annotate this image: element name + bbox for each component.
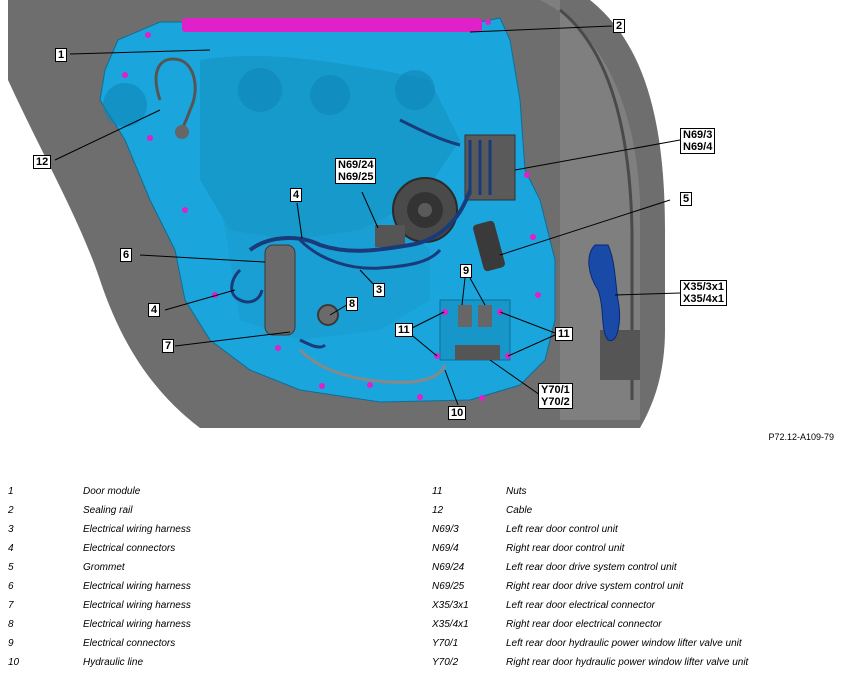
figure-reference: P72.12-A109-79 bbox=[768, 432, 834, 442]
callout-11-left: 11 bbox=[395, 323, 413, 337]
legend-row: Y70/1 Left rear door hydraulic power wind… bbox=[432, 634, 832, 653]
legend-code: X35/3x1 bbox=[432, 600, 469, 611]
callout-12: 12 bbox=[33, 155, 52, 169]
callout-3: 3 bbox=[373, 283, 386, 297]
legend-code: 11 bbox=[432, 486, 443, 497]
legend-row: 1 Door module bbox=[8, 482, 408, 501]
legend-row: N69/4 Right rear door control unit bbox=[432, 539, 832, 558]
legend-code: N69/4 bbox=[432, 543, 459, 554]
legend-code: 12 bbox=[432, 505, 444, 516]
legend-description: Door module bbox=[83, 486, 141, 497]
legend-code: 1 bbox=[8, 486, 14, 497]
legend-row: 7 Electrical wiring harness bbox=[8, 596, 408, 615]
legend-description: Left rear door hydraulic power window li… bbox=[506, 638, 742, 649]
callout-2: 2 bbox=[613, 19, 626, 33]
callout-8: 8 bbox=[346, 297, 359, 311]
legend-row: 6 Electrical wiring harness bbox=[8, 577, 408, 596]
legend-code: 5 bbox=[8, 562, 14, 573]
legend-code: Y70/1 bbox=[432, 638, 459, 649]
legend-description: Right rear door control unit bbox=[506, 543, 625, 554]
legend-description: Electrical connectors bbox=[83, 543, 176, 554]
legend-row: 2 Sealing rail bbox=[8, 501, 408, 520]
legend-code: 6 bbox=[8, 581, 14, 592]
legend-row: 4 Electrical connectors bbox=[8, 539, 408, 558]
callout-1: 1 bbox=[55, 48, 68, 62]
wiring-harness bbox=[248, 189, 472, 253]
legend-row: 12 Cable bbox=[432, 501, 832, 520]
hydraulic-line bbox=[298, 348, 447, 384]
legend-row: 5 Grommet bbox=[8, 558, 408, 577]
callout-9: 9 bbox=[460, 264, 473, 278]
callout-11-right: 11 bbox=[555, 327, 573, 341]
legend-description: Left rear door electrical connector bbox=[506, 600, 655, 611]
callout-7: 7 bbox=[162, 339, 175, 353]
callout-x35: X35/3x1 X35/4x1 bbox=[680, 280, 727, 306]
legend-code: 7 bbox=[8, 600, 14, 611]
legend-description: Electrical wiring harness bbox=[83, 581, 191, 592]
legend-description: Left rear door drive system control unit bbox=[506, 562, 677, 573]
callout-4-upper: 4 bbox=[290, 188, 303, 202]
legend-description: Nuts bbox=[506, 486, 527, 497]
legend-code: X35/4x1 bbox=[432, 619, 469, 630]
legend-description: Hydraulic line bbox=[83, 657, 144, 668]
callout-n69-3-4: N69/3 N69/4 bbox=[680, 128, 716, 154]
legend-code: N69/25 bbox=[432, 581, 465, 592]
legend-code: N69/3 bbox=[432, 524, 459, 535]
legend-row: 3 Electrical wiring harness bbox=[8, 520, 408, 539]
callout-4-lower: 4 bbox=[148, 303, 161, 317]
callout-y70: Y70/1 Y70/2 bbox=[538, 383, 573, 409]
legend-row: 10 Hydraulic line bbox=[8, 653, 408, 672]
legend-code: Y70/2 bbox=[432, 657, 459, 668]
legend-code: 3 bbox=[8, 524, 14, 535]
legend-description: Right rear door electrical connector bbox=[506, 619, 662, 630]
callout-n69-24-25: N69/24 N69/25 bbox=[335, 158, 377, 184]
legend-code: 10 bbox=[8, 657, 20, 668]
callout-6: 6 bbox=[120, 248, 133, 262]
legend-description: Sealing rail bbox=[83, 505, 133, 516]
legend-code: 8 bbox=[8, 619, 14, 630]
legend-description: Right rear door drive system control uni… bbox=[506, 581, 684, 592]
legend-row: N69/24 Left rear door drive system contro… bbox=[432, 558, 832, 577]
connector-x35 bbox=[588, 244, 621, 342]
legend-row: N69/25 Right rear door drive system contr… bbox=[432, 577, 832, 596]
legend-row: X35/4x1 Right rear door electrical connec… bbox=[432, 615, 832, 634]
legend-description: Electrical wiring harness bbox=[83, 600, 191, 611]
legend-row: X35/3x1 Left rear door electrical connect… bbox=[432, 596, 832, 615]
legend-description: Left rear door control unit bbox=[506, 524, 618, 535]
legend-row: Y70/2 Right rear door hydraulic power win… bbox=[432, 653, 832, 672]
callout-5: 5 bbox=[680, 192, 693, 206]
sealing-rail bbox=[182, 18, 482, 32]
legend-code: 4 bbox=[8, 543, 14, 554]
legend-row: 8 Electrical wiring harness bbox=[8, 615, 408, 634]
door-illustration: 1 2 12 4 6 4 7 8 3 N69/24 N69/25 9 11 11… bbox=[8, 0, 727, 428]
legend-row: 9 Electrical connectors bbox=[8, 634, 408, 653]
legend-row: N69/3 Left rear door control unit bbox=[432, 520, 832, 539]
legend-description: Grommet bbox=[83, 562, 125, 573]
legend-description: Electrical wiring harness bbox=[83, 619, 191, 630]
legend-description: Electrical wiring harness bbox=[83, 524, 191, 535]
legend-description: Electrical connectors bbox=[83, 638, 176, 649]
callout-10: 10 bbox=[448, 406, 467, 420]
legend-code: 9 bbox=[8, 638, 14, 649]
legend-row: 11 Nuts bbox=[432, 482, 832, 501]
legend-code: N69/24 bbox=[432, 562, 465, 573]
legend-description: Cable bbox=[506, 505, 533, 516]
legend-description: Right rear door hydraulic power window l… bbox=[506, 657, 749, 668]
legend-code: 2 bbox=[8, 505, 14, 516]
